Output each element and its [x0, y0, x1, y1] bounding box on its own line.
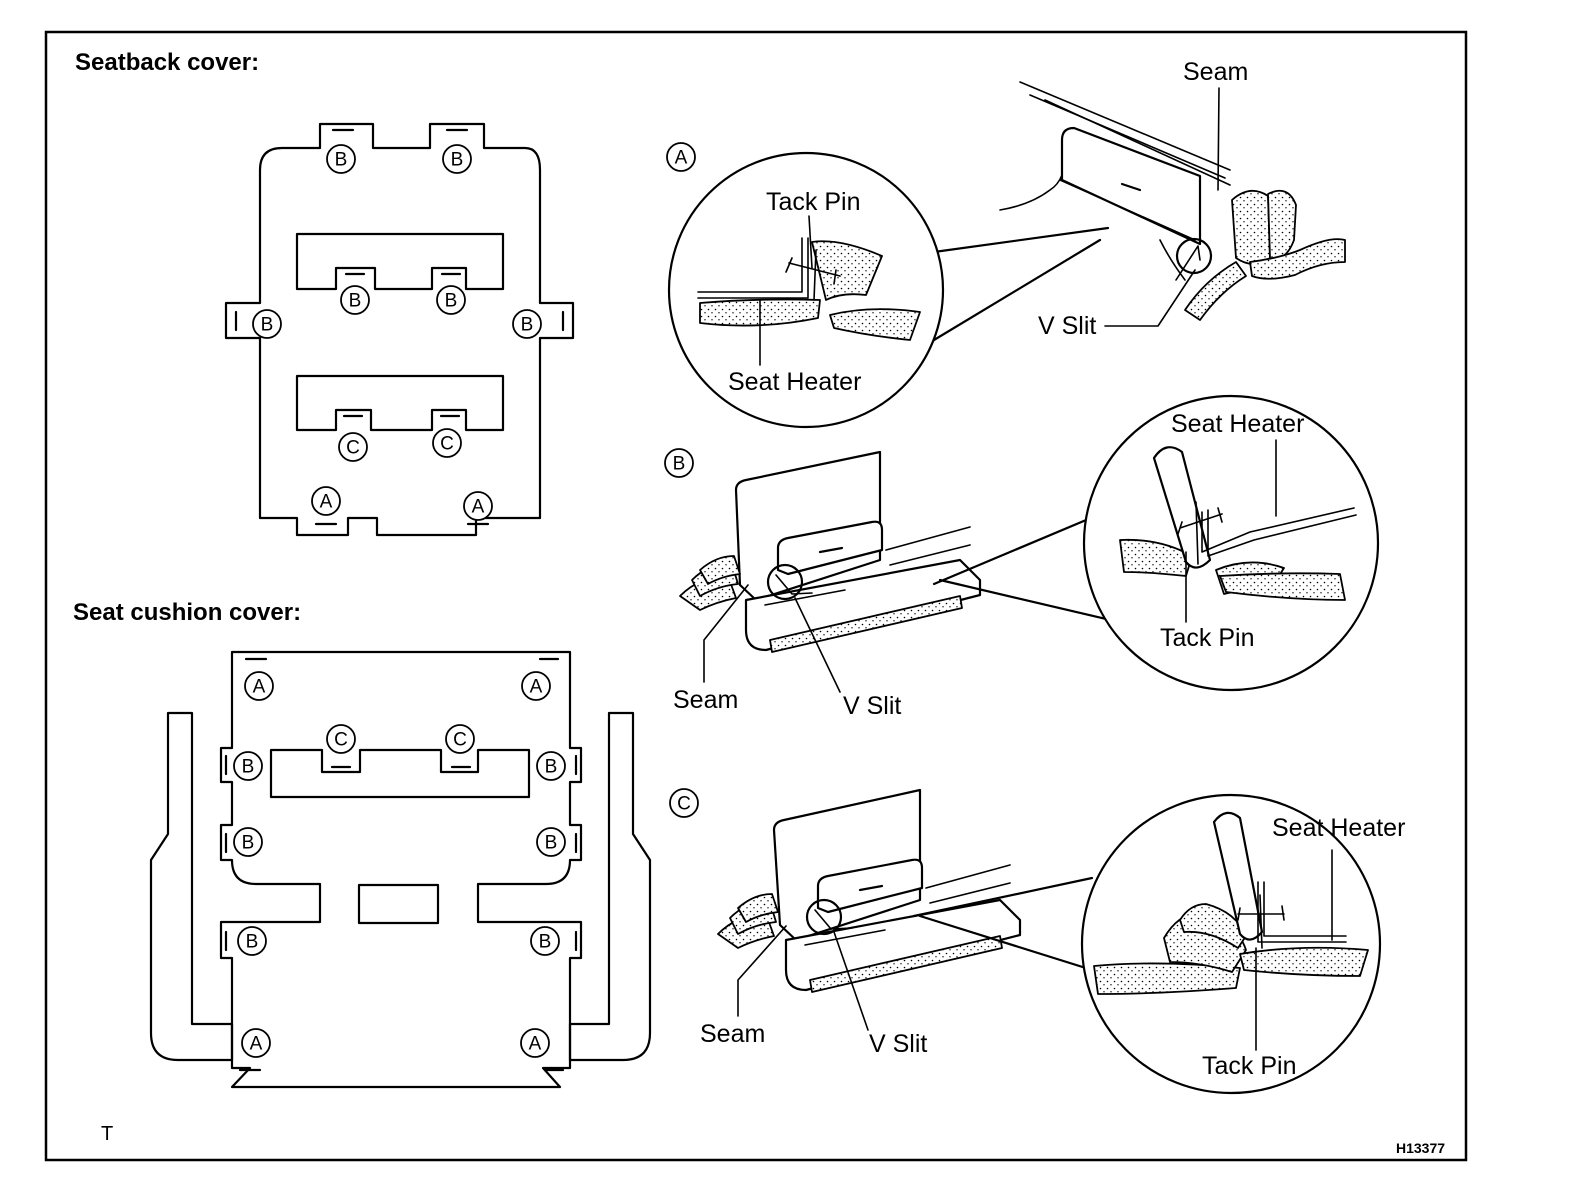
svg-text:A: A: [530, 677, 543, 698]
svg-text:B: B: [521, 315, 534, 336]
corner-mark: T: [101, 1123, 113, 1145]
svg-text:B: B: [545, 833, 558, 854]
label-seat-heater-b: Seat Heater: [1171, 410, 1304, 438]
figure-id: H13377: [1396, 1140, 1445, 1156]
svg-text:B: B: [242, 833, 255, 854]
label-tack-pin-b: Tack Pin: [1160, 624, 1254, 652]
seatback-header: Seatback cover:: [75, 49, 259, 76]
figure-frame: [44, 30, 1468, 1162]
svg-text:B: B: [451, 150, 464, 171]
svg-text:C: C: [677, 794, 691, 815]
svg-text:B: B: [261, 315, 274, 336]
svg-text:A: A: [320, 492, 333, 513]
svg-text:C: C: [346, 438, 360, 459]
svg-text:B: B: [673, 454, 686, 475]
label-seat-heater-c: Seat Heater: [1272, 814, 1405, 842]
svg-text:C: C: [453, 730, 467, 751]
label-seam-c: Seam: [700, 1020, 765, 1048]
label-seam-b: Seam: [673, 686, 738, 714]
seatback-markers: B B B B B B C C A A: [252, 144, 542, 521]
svg-text:A: A: [675, 148, 688, 169]
svg-text:A: A: [472, 497, 485, 518]
label-v-slit-b: V Slit: [843, 692, 901, 720]
label-v-slit-a: V Slit: [1038, 312, 1096, 340]
label-seam-a: Seam: [1183, 58, 1248, 86]
cushion-markers: A A C C B B B B B B A A: [233, 671, 566, 1058]
detail-b: B: [664, 394, 1380, 692]
label-tack-pin-c: Tack Pin: [1202, 1052, 1296, 1080]
label-tack-pin-a: Tack Pin: [766, 188, 860, 216]
svg-text:A: A: [529, 1034, 542, 1055]
svg-text:B: B: [545, 757, 558, 778]
svg-text:B: B: [349, 291, 362, 312]
seat-cushion-cover-outline: [149, 650, 652, 1089]
svg-text:C: C: [334, 730, 348, 751]
svg-text:C: C: [440, 434, 454, 455]
label-seat-heater-a: Seat Heater: [728, 368, 861, 396]
cushion-header: Seat cushion cover:: [73, 599, 301, 626]
detail-c: C: [669, 788, 1382, 1095]
label-v-slit-c: V Slit: [869, 1030, 927, 1058]
svg-text:A: A: [250, 1034, 263, 1055]
svg-text:A: A: [253, 677, 266, 698]
svg-text:B: B: [445, 291, 458, 312]
svg-text:B: B: [335, 150, 348, 171]
svg-text:B: B: [242, 757, 255, 778]
svg-text:B: B: [539, 932, 552, 953]
svg-text:B: B: [246, 932, 259, 953]
detail-a: A: [666, 81, 1346, 429]
